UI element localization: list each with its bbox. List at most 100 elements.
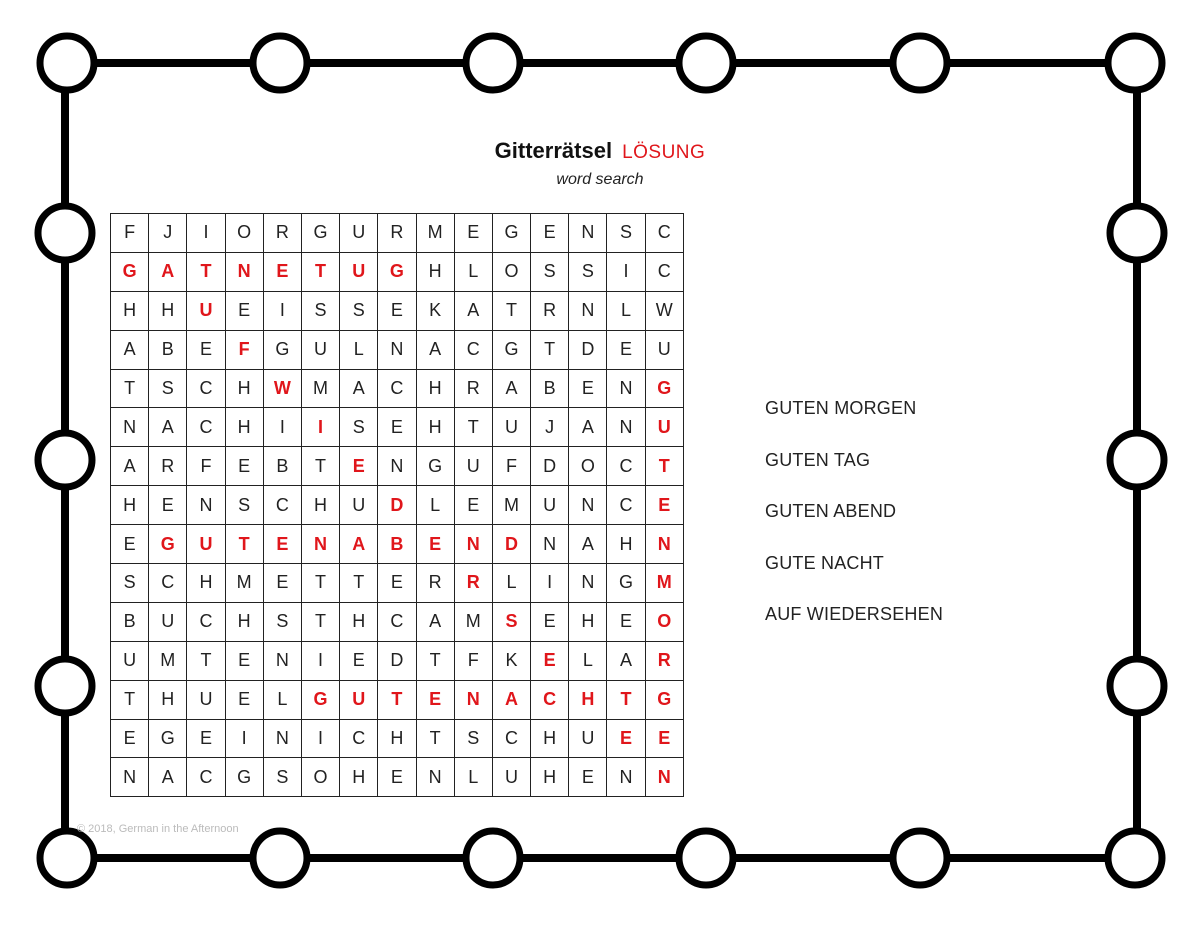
grid-cell: L: [415, 485, 455, 526]
grid-cell: A: [453, 290, 493, 331]
grid-cell: J: [530, 407, 570, 448]
grid-cell: E: [644, 718, 684, 759]
grid-cell: T: [415, 718, 455, 759]
grid-cell: L: [339, 329, 379, 370]
grid-cell: M: [224, 563, 264, 603]
grid-cell: N: [415, 757, 455, 798]
grid-cell: S: [109, 563, 150, 603]
grid-cell: T: [530, 329, 570, 370]
grid-cell: N: [109, 757, 150, 798]
grid-cell: A: [415, 601, 455, 642]
grid-cell: T: [300, 563, 341, 603]
grid-cell: U: [339, 251, 379, 292]
grid-cell: S: [262, 601, 302, 642]
grid-cell: T: [109, 368, 150, 409]
grid-cell: A: [491, 679, 532, 720]
grid-cell: C: [186, 407, 226, 448]
grid-cell: E: [262, 524, 302, 565]
grid-cell: N: [224, 251, 264, 292]
grid-cell: E: [339, 640, 379, 681]
grid-cell: G: [491, 213, 532, 253]
grid-cell: G: [491, 329, 532, 370]
subtitle-text: word search: [556, 171, 644, 188]
grid-cell: G: [644, 679, 684, 720]
frame-circle: [675, 32, 737, 94]
grid-cell: H: [339, 601, 379, 642]
grid-cell: I: [262, 407, 302, 448]
grid-cell: A: [339, 368, 379, 409]
grid-cell: T: [415, 640, 455, 681]
grid-cell: U: [148, 601, 188, 642]
grid-cell: M: [300, 368, 341, 409]
frame-circle: [1104, 32, 1166, 94]
grid-cell: S: [148, 368, 188, 409]
grid-cell: A: [415, 329, 455, 370]
grid-cell: A: [339, 524, 379, 565]
grid-cell: C: [644, 213, 684, 253]
grid-cell: D: [530, 446, 570, 487]
word-item: GUTEN TAG: [765, 449, 871, 470]
frame-circle: [1106, 655, 1168, 717]
grid-cell: H: [186, 563, 226, 603]
grid-cell: M: [148, 640, 188, 681]
grid-cell: D: [377, 640, 417, 681]
grid-cell: A: [109, 329, 150, 370]
grid-cell: C: [530, 679, 570, 720]
frame-circle: [889, 827, 951, 889]
grid-cell: L: [491, 563, 532, 603]
grid-cell: B: [262, 446, 302, 487]
grid-cell: K: [491, 640, 532, 681]
grid-cell: F: [491, 446, 532, 487]
grid-cell: E: [339, 446, 379, 487]
grid-cell: H: [109, 290, 150, 331]
grid-cell: F: [109, 213, 150, 253]
grid-cell: O: [491, 251, 532, 292]
grid-cell: U: [186, 290, 226, 331]
grid-cell: H: [530, 757, 570, 798]
word-item: AUF WIEDERSEHEN: [765, 604, 944, 624]
grid-cell: N: [606, 368, 646, 409]
grid-cell: A: [148, 251, 188, 292]
grid-cell: U: [568, 718, 608, 759]
grid-cell: A: [109, 446, 150, 487]
grid-cell: E: [377, 757, 417, 798]
grid-cell: E: [109, 718, 150, 759]
grid-cell: N: [568, 563, 608, 603]
grid-cell: H: [568, 601, 608, 642]
grid-cell: G: [224, 757, 264, 798]
grid-cell: E: [377, 563, 417, 603]
grid-cell: B: [148, 329, 188, 370]
grid-cell: G: [148, 718, 188, 759]
grid-cell: N: [377, 329, 417, 370]
grid-cell: R: [377, 213, 417, 253]
frame-circle: [462, 827, 524, 889]
grid-cell: U: [530, 485, 570, 526]
grid-cell: E: [644, 485, 684, 526]
grid-cell: U: [186, 679, 226, 720]
grid-cell: J: [148, 213, 188, 253]
grid-cell: A: [491, 368, 532, 409]
frame-circle: [34, 429, 96, 491]
grid-cell: C: [186, 757, 226, 798]
grid-cell: E: [224, 640, 264, 681]
grid-cell: M: [415, 213, 455, 253]
grid-cell: N: [109, 407, 150, 448]
frame-circle: [34, 202, 96, 264]
grid-cell: F: [224, 329, 264, 370]
grid-cell: A: [568, 407, 608, 448]
frame-circle: [1106, 202, 1168, 264]
grid-cell: R: [415, 563, 455, 603]
grid-cell: C: [606, 485, 646, 526]
grid-cell: B: [530, 368, 570, 409]
grid-cell: G: [300, 679, 341, 720]
grid-cell: C: [186, 368, 226, 409]
grid-cell: E: [568, 368, 608, 409]
grid-cell: A: [606, 640, 646, 681]
grid-cell: S: [568, 251, 608, 292]
